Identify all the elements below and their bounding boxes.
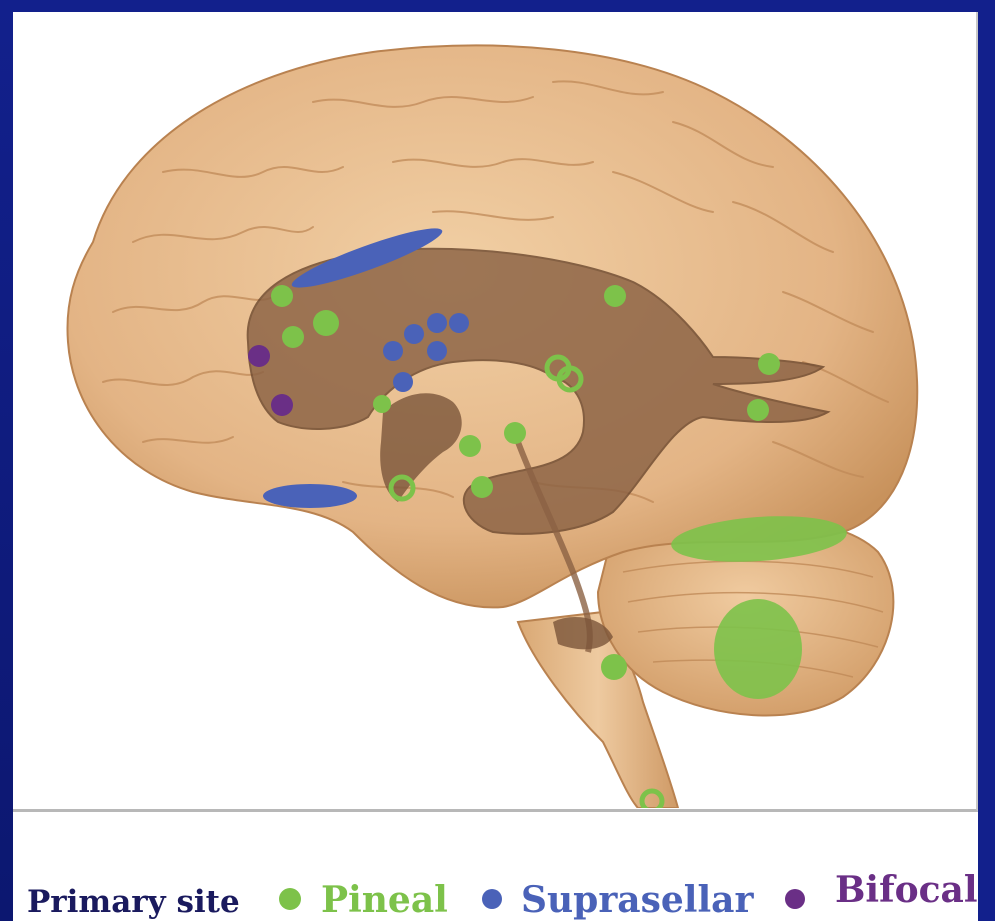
suprasellar-marker [427, 341, 447, 361]
suprasellar-marker [393, 372, 413, 392]
suprasellar-marker [404, 324, 424, 344]
brain-diagram [13, 12, 976, 808]
right-frame-bar [978, 0, 995, 921]
suprasellar-marker [383, 341, 403, 361]
pineal-marker [282, 326, 304, 348]
top-frame-bar [0, 0, 995, 12]
suprasellar-marker [427, 313, 447, 333]
pineal-legend-dot [279, 888, 301, 910]
legend: Primary site Pineal Suprasellar Bifocal [27, 862, 982, 917]
pineal-marker [313, 310, 339, 336]
pineal-marker [604, 285, 626, 307]
suprasellar-marker [449, 313, 469, 333]
bifocal-marker [248, 345, 270, 367]
legend-title: Primary site [27, 887, 240, 918]
pineal-marker [504, 422, 526, 444]
pineal-marker [471, 476, 493, 498]
legend-label-pineal: Pineal [321, 882, 448, 918]
suprasellar-legend-dot [482, 889, 502, 909]
pineal-marker [373, 395, 391, 413]
legend-label-bifocal: Bifocal [835, 872, 978, 908]
pineal-lesion [714, 599, 802, 699]
bifocal-marker [271, 394, 293, 416]
pineal-marker [271, 285, 293, 307]
pineal-marker [459, 435, 481, 457]
suprasellar-lesion [263, 484, 357, 508]
legend-label-suprasellar: Suprasellar [521, 882, 753, 918]
left-frame-bar [0, 0, 13, 921]
bifocal-legend-dot [785, 889, 805, 909]
pineal-marker [747, 399, 769, 421]
pineal-marker [601, 654, 627, 680]
pineal-marker [758, 353, 780, 375]
